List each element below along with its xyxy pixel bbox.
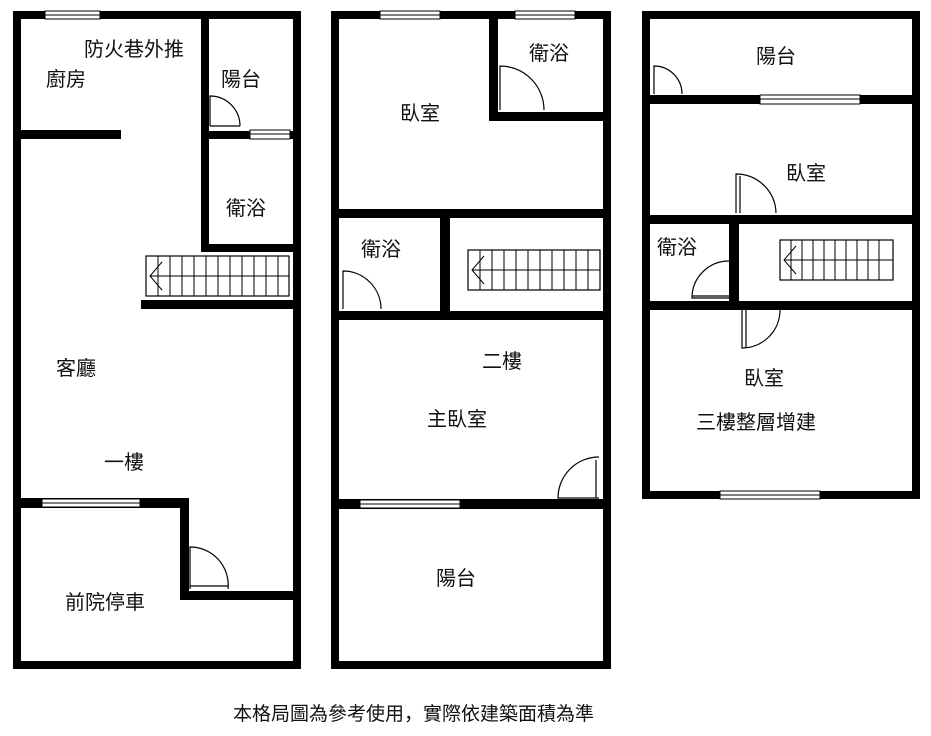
floor1-wall <box>17 130 121 139</box>
floor1-name-label: 一樓 <box>104 450 144 474</box>
floor3-door-arc <box>735 173 777 214</box>
floor1-living-room-label: 客廳 <box>56 356 96 380</box>
floor2-outer-wall <box>331 11 611 669</box>
floor3-wall <box>729 215 739 307</box>
floor1-parking-label: 前院停車 <box>65 590 145 614</box>
floor2-stairs <box>467 249 601 291</box>
floor2-name-label: 二樓 <box>482 349 522 373</box>
floor2-plan: 臥室 衛浴 衛浴 二樓 主臥室 陽台 <box>331 10 611 669</box>
floor2-door-arc <box>557 456 600 499</box>
floor2-wall <box>440 209 450 319</box>
floor3-wall <box>646 301 916 310</box>
floor3-bedroom-top-label: 臥室 <box>786 161 826 185</box>
floor3-wall <box>646 215 916 224</box>
floor1-outer-wall <box>13 11 301 669</box>
floor2-balcony-label: 陽台 <box>436 566 476 590</box>
floor2-bedroom-label: 臥室 <box>400 101 440 125</box>
floor1-wall <box>180 591 297 600</box>
floor3-plan: 陽台 臥室 衛浴 臥室 三樓整層增建 <box>642 11 920 500</box>
floor2-wall <box>335 209 607 218</box>
floor1-kitchen-label: 廚房 <box>46 67 86 91</box>
floor2-wall <box>335 499 607 509</box>
floor1-balcony-label: 陽台 <box>221 67 261 91</box>
floor1-door-arc <box>189 546 229 590</box>
floor3-bedroom-bottom-label: 臥室 <box>744 366 784 390</box>
floor1-fire-lane-label: 防火巷外推 <box>84 37 184 61</box>
floor3-stairs <box>779 239 894 281</box>
floor1-wall <box>180 498 189 600</box>
floor1-wall <box>141 300 297 309</box>
floor1-door-arc <box>209 95 241 127</box>
floor2-wall <box>489 15 498 120</box>
floor1-plan: 防火巷外推 廚房 陽台 衛浴 客廳 一樓 前院停車 <box>13 10 301 669</box>
floor1-stairs <box>145 255 290 297</box>
floor3-door-arc <box>741 309 781 349</box>
floor2-door-arc <box>499 65 545 111</box>
floor2-master-bedroom-label: 主臥室 <box>427 407 487 431</box>
floor1-wall <box>201 131 297 139</box>
floor1-bathroom-label: 衛浴 <box>226 196 266 220</box>
floor3-bathroom-label: 衛浴 <box>657 235 697 259</box>
floor2-bathroom-mid-label: 衛浴 <box>361 237 401 261</box>
floor1-wall <box>201 244 297 252</box>
floor2-wall <box>335 311 607 320</box>
floor2-wall <box>489 112 607 121</box>
floor3-extension-label: 三樓整層增建 <box>696 410 816 434</box>
floor3-balcony-label: 陽台 <box>756 44 796 68</box>
floor3-door-arc <box>691 260 730 299</box>
floor2-bathroom-top-label: 衛浴 <box>529 41 569 65</box>
footer-note: 本格局圖為參考使用，實際依建築面積為準 <box>233 703 594 725</box>
floor2-door-arc <box>342 270 382 310</box>
floor3-door-arc <box>653 65 683 95</box>
